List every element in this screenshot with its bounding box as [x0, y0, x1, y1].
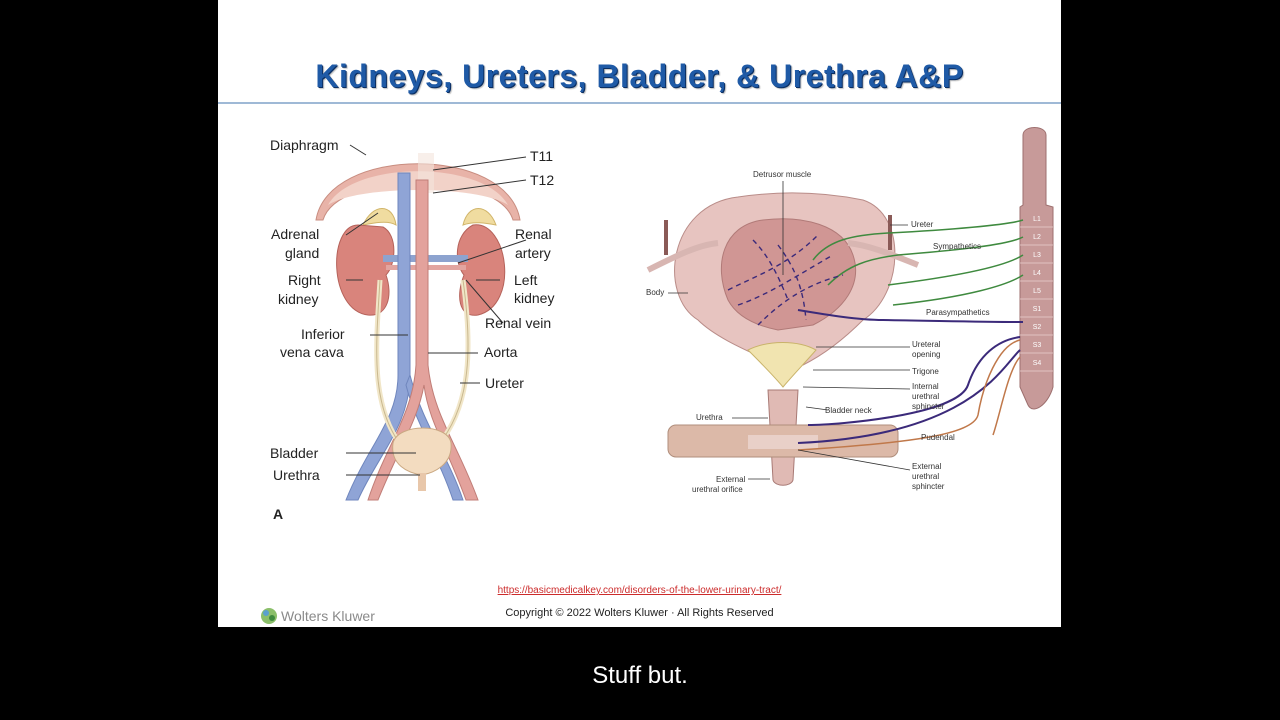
copyright-notice: Copyright © 2022 Wolters Kluwer · All Ri… [505, 607, 774, 619]
label-renal-vein: Renal vein [485, 315, 551, 331]
source-link[interactable]: https://basicmedicalkey.com/disorders-of… [497, 585, 782, 596]
label-sympathetics: Sympathetics [933, 242, 981, 251]
spinal-segment-label: L5 [1033, 288, 1041, 295]
label-right-kidney-line1: Right [288, 272, 321, 288]
label-renal-artery-line1: Renal [515, 226, 552, 242]
label-aorta: Aorta [484, 344, 518, 360]
label-urethra: Urethra [273, 467, 320, 483]
wolters-kluwer-logo-icon [261, 608, 277, 624]
title-divider [218, 102, 1061, 104]
spinal-segment-label: L2 [1033, 234, 1041, 241]
label-pudendal: Pudendal [921, 433, 955, 442]
video-subtitle: Stuff but. [592, 662, 688, 689]
label-ureteral-opening-line1: Ureteral [912, 340, 941, 349]
urinary-system-diagram: Diaphragm T11 T12 Adrenal gland Renal ar… [270, 137, 554, 522]
label-body: Body [646, 288, 664, 297]
label-left-kidney-line2: kidney [514, 290, 554, 306]
label-ureter: Ureter [911, 220, 934, 229]
spinal-segment-label: L3 [1033, 252, 1041, 259]
label-trigone: Trigone [912, 367, 939, 376]
spinal-segment-label: S2 [1033, 324, 1042, 331]
label-ivc-line2: vena cava [280, 344, 344, 360]
spinal-segment-label: S3 [1033, 342, 1042, 349]
label-ivc-line1: Inferior [301, 326, 345, 342]
label-right-kidney-line2: kidney [278, 291, 318, 307]
spinal-segment-label: S4 [1033, 360, 1042, 367]
panel-letter: A [273, 506, 283, 522]
label-bladder: Bladder [270, 445, 319, 461]
label-external-sphincter-line3: sphincter [912, 482, 945, 491]
label-external-orifice-line2: urethral orifice [692, 485, 743, 494]
label-adrenal-gland-line2: gland [285, 245, 319, 261]
label-internal-sphincter-line2: urethral [912, 392, 939, 401]
label-diaphragm: Diaphragm [270, 137, 338, 153]
label-left-kidney-line1: Left [514, 272, 537, 288]
label-t11: T11 [530, 148, 553, 164]
label-t12: T12 [530, 172, 554, 188]
label-urethra: Urethra [696, 413, 723, 422]
spinal-segment-label: L1 [1033, 216, 1041, 223]
label-adrenal-gland-line1: Adrenal [271, 226, 319, 242]
label-ureteral-opening-line2: opening [912, 350, 940, 359]
spinal-segment-label: S1 [1033, 306, 1042, 313]
publisher-logo: Wolters Kluwer [260, 605, 375, 627]
label-external-sphincter-line1: External [912, 462, 942, 471]
logo-text: Wolters Kluwer [281, 608, 375, 624]
label-external-orifice-line1: External [716, 475, 746, 484]
slide-title: Kidneys, Ureters, Bladder, & Urethra A&P [315, 58, 964, 94]
label-ureter: Ureter [485, 375, 524, 391]
label-parasympathetics: Parasympathetics [926, 308, 990, 317]
label-internal-sphincter-line3: sphincter [912, 402, 945, 411]
label-internal-sphincter-line1: Internal [912, 382, 939, 391]
label-renal-artery-line2: artery [515, 245, 551, 261]
label-external-sphincter-line2: urethral [912, 472, 939, 481]
label-detrusor-muscle: Detrusor muscle [753, 170, 812, 179]
slide: Kidneys, Ureters, Bladder, & Urethra A&P [218, 0, 1061, 627]
label-bladder-neck: Bladder neck [825, 406, 873, 415]
spinal-segment-label: L4 [1033, 270, 1041, 277]
